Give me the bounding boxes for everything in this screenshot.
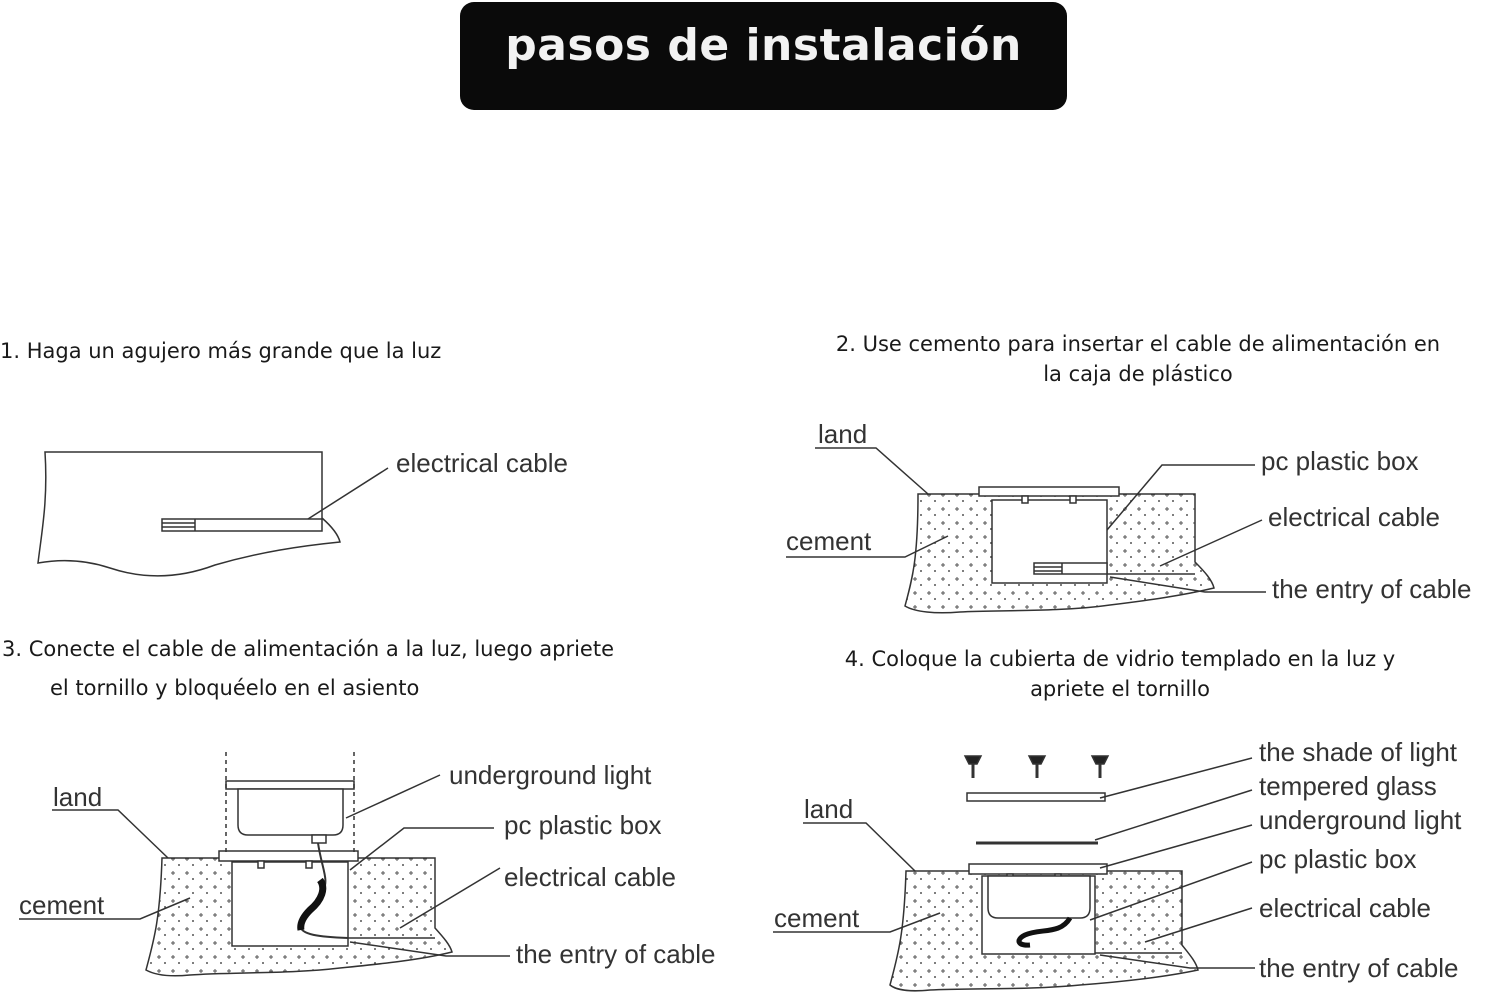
- label-land-3: land: [53, 782, 102, 812]
- label-pc-plastic-box-4: pc plastic box: [1259, 844, 1417, 874]
- box-lid-3: [218, 850, 359, 862]
- box-lid-2: [978, 486, 1120, 497]
- step-3-text: 3. Conecte el cable de alimentación a la…: [2, 634, 614, 703]
- label-cement-2: cement: [786, 526, 872, 556]
- step-2-text: 2. Use cemento para insertar el cable de…: [780, 329, 1496, 389]
- label-shade-of-light-4: the shade of light: [1259, 737, 1458, 767]
- label-land-4: land: [804, 794, 853, 824]
- pc-plastic-box-3: [231, 861, 349, 947]
- label-cement-3: cement: [19, 890, 105, 920]
- screws-4: [963, 755, 1110, 778]
- label-entry-of-cable-3: the entry of cable: [516, 939, 715, 969]
- step-4-line-1: 4. Coloque la cubierta de vidrio templad…: [844, 647, 1396, 671]
- label-land-2: land: [818, 419, 867, 449]
- page-title: pasos de instalación: [505, 20, 1022, 71]
- step-3-line-1: 3. Conecte el cable de alimentación a la…: [2, 637, 614, 661]
- title-banner: pasos de instalación: [460, 2, 1067, 110]
- label-electrical-cable-4: electrical cable: [1259, 893, 1431, 923]
- step-3-line-2: el tornillo y bloquéelo en el asiento: [50, 676, 420, 700]
- step-4-line-2: apriete el tornillo: [1030, 677, 1210, 701]
- label-cement-4: cement: [774, 903, 860, 933]
- box-lid-4: [968, 863, 1108, 875]
- cable-step-4: [1016, 916, 1073, 948]
- label-entry-of-cable-2: the entry of cable: [1272, 574, 1471, 604]
- step-4-text: 4. Coloque la cubierta de vidrio templad…: [780, 644, 1460, 704]
- underground-light-4: [987, 875, 1091, 919]
- label-pc-plastic-box-2: pc plastic box: [1261, 446, 1419, 476]
- label-pc-plastic-box-3: pc plastic box: [504, 810, 662, 840]
- label-tempered-glass-4: tempered glass: [1259, 771, 1437, 801]
- diagram-step-2: [786, 447, 1266, 614]
- diagram-step-1: [37, 451, 389, 577]
- cable-step-1: [161, 518, 323, 532]
- diagram-step-3: [19, 752, 510, 977]
- step-2-line-1: 2. Use cemento para insertar el cable de…: [835, 332, 1441, 356]
- label-electrical-cable-1: electrical cable: [396, 448, 568, 478]
- underground-light-3: [237, 788, 344, 836]
- shade-of-light-4: [966, 792, 1106, 802]
- diagram-step-4: [773, 755, 1255, 992]
- label-underground-light-3: underground light: [449, 760, 652, 790]
- label-underground-light-4: underground light: [1259, 805, 1462, 835]
- label-electrical-cable-3: electrical cable: [504, 862, 676, 892]
- step-1-text: 1. Haga un agujero más grande que la luz: [0, 336, 441, 366]
- step-1-line-1: 1. Haga un agujero más grande que la luz: [0, 339, 442, 363]
- step-2-line-2: la caja de plástico: [1043, 362, 1233, 386]
- label-entry-of-cable-4: the entry of cable: [1259, 953, 1458, 983]
- light-rim-3: [225, 780, 355, 790]
- cable-step-2: [1033, 562, 1108, 575]
- label-electrical-cable-2: electrical cable: [1268, 502, 1440, 532]
